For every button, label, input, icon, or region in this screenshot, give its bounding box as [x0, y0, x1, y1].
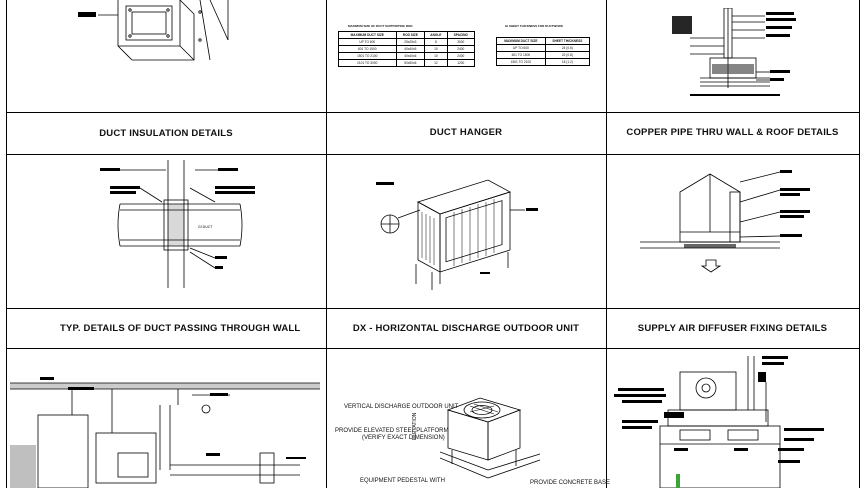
- table-cell: 50x50x6: [395, 59, 426, 67]
- dx-platform-note: (VERIFY EXACT DIMENSION): [362, 435, 445, 441]
- panel-title-duct-wall: TYP. DETAILS OF DUCT PASSING THROUGH WAL…: [60, 323, 301, 334]
- dx-pedestal-label: EQUIPMENT PEDESTAL WITH: [360, 478, 445, 484]
- table-row: UP TO 600 25x25x3 8 3000: [338, 38, 476, 46]
- table-cell: 40x40x6: [395, 52, 426, 60]
- table-cell: 1501 TO 2100: [496, 58, 546, 66]
- panel-title-copper-pipe: COPPER PIPE THRU WALL & ROOF DETAILS: [626, 127, 839, 138]
- table-cell: UP TO 600: [496, 44, 546, 52]
- table-header: ROD SIZE: [395, 31, 426, 39]
- copper-pipe-detail-drawing: [672, 8, 796, 96]
- table-header-row: MAXIMUM DUCT SIZE SHEET THICKNESS: [496, 37, 591, 45]
- grid-line: [859, 0, 860, 488]
- table-cell: 3000: [446, 38, 476, 46]
- outdoor-unit-drawing: [376, 179, 538, 290]
- ahu-detail-drawing: [614, 356, 824, 488]
- grid-line: [6, 308, 859, 309]
- panel-title-diffuser: SUPPLY AIR DIFFUSER FIXING DETAILS: [637, 323, 828, 334]
- table-cell: UP TO 600: [338, 38, 397, 46]
- table-cell: 601 TO 1500: [496, 51, 546, 59]
- hanger-table: MAXIMUM DUCT SIZE ROD SIZE ANGLE SPACING…: [338, 31, 476, 67]
- panel-title-dx-outdoor: DX - HORIZONTAL DISCHARGE OUTDOOR UNIT: [352, 323, 580, 334]
- table-row: 601 TO 1500 22 (0.8): [496, 51, 591, 59]
- table-cell: 25x25x3: [395, 38, 426, 46]
- diffuser-detail-drawing: [640, 170, 810, 273]
- table-header: MAXIMUM DUCT SIZE: [496, 37, 546, 45]
- grid-line: [6, 0, 7, 488]
- table-header: MAXIMUM DUCT SIZE: [338, 31, 397, 39]
- table-cell: 22 (0.8): [544, 51, 591, 59]
- table-cell: 2101 TO 3000: [338, 59, 397, 67]
- table-header: SPACING: [446, 31, 476, 39]
- table-row: 601 TO 1500 40x40x5 10 2400: [338, 45, 476, 53]
- table-cell: 24 (0.6): [544, 44, 591, 52]
- panel-title-hanger: DUCT HANGER: [429, 127, 503, 138]
- table-cell: 40x40x5: [395, 45, 426, 53]
- dx-unit-label: VERTICAL DISCHARGE OUTDOOR UNIT: [344, 404, 459, 410]
- grid-line: [6, 112, 859, 113]
- table-header-row: MAXIMUM DUCT SIZE ROD SIZE ANGLE SPACING: [338, 31, 476, 39]
- dx-concrete-label: PROVIDE CONCRETE BASE: [530, 480, 611, 486]
- grid-line: [6, 348, 859, 349]
- grid-line: [606, 0, 607, 488]
- table-cell: 2400: [446, 45, 476, 53]
- grid-line: [6, 154, 859, 155]
- gi-duct-label: GI DUCT: [198, 225, 213, 229]
- table-cell: 18 (1.2): [544, 58, 591, 66]
- vertical-discharge-unit-drawing: [440, 397, 541, 479]
- table-cell: 10: [424, 52, 448, 60]
- gauge-table: MAXIMUM DUCT SIZE SHEET THICKNESS UP TO …: [496, 37, 591, 66]
- table-header: SHEET THICKNESS: [544, 37, 591, 45]
- insulation-detail-drawing: [78, 0, 229, 61]
- dx-elevation-label: ELEVATION: [412, 412, 418, 440]
- duct-section-drawing: [10, 377, 320, 488]
- grid-line: [326, 0, 327, 488]
- table-row: 1501 TO 2100 18 (1.2): [496, 58, 591, 66]
- table-cell: 1501 TO 2100: [338, 52, 397, 60]
- table-cell: 12: [424, 59, 448, 67]
- table-row: UP TO 600 24 (0.6): [496, 44, 591, 52]
- panel-title-insulation: DUCT INSULATION DETAILS: [99, 128, 233, 139]
- table-cell: 1200: [446, 59, 476, 67]
- dx-platform-label: PROVIDE ELEVATED STEEL PLATFORM: [335, 428, 449, 434]
- table-cell: 601 TO 1500: [338, 45, 397, 53]
- table-cell: 10: [424, 45, 448, 53]
- hanger-table-heading: MAXIMUM SIZE OF DUCT SUPPORTING ROD: [348, 24, 413, 28]
- table-cell: 2400: [446, 52, 476, 60]
- duct-through-wall-drawing: GI DUCT: [100, 160, 255, 288]
- gauge-table-heading: GI SHEET THICKNESS FOR DUCTWORK: [505, 24, 564, 28]
- table-header: ANGLE: [424, 31, 448, 39]
- table-cell: 8: [424, 38, 448, 46]
- table-row: 1501 TO 2100 40x40x6 10 2400: [338, 52, 476, 60]
- table-row: 2101 TO 3000 50x50x6 12 1200: [338, 59, 476, 67]
